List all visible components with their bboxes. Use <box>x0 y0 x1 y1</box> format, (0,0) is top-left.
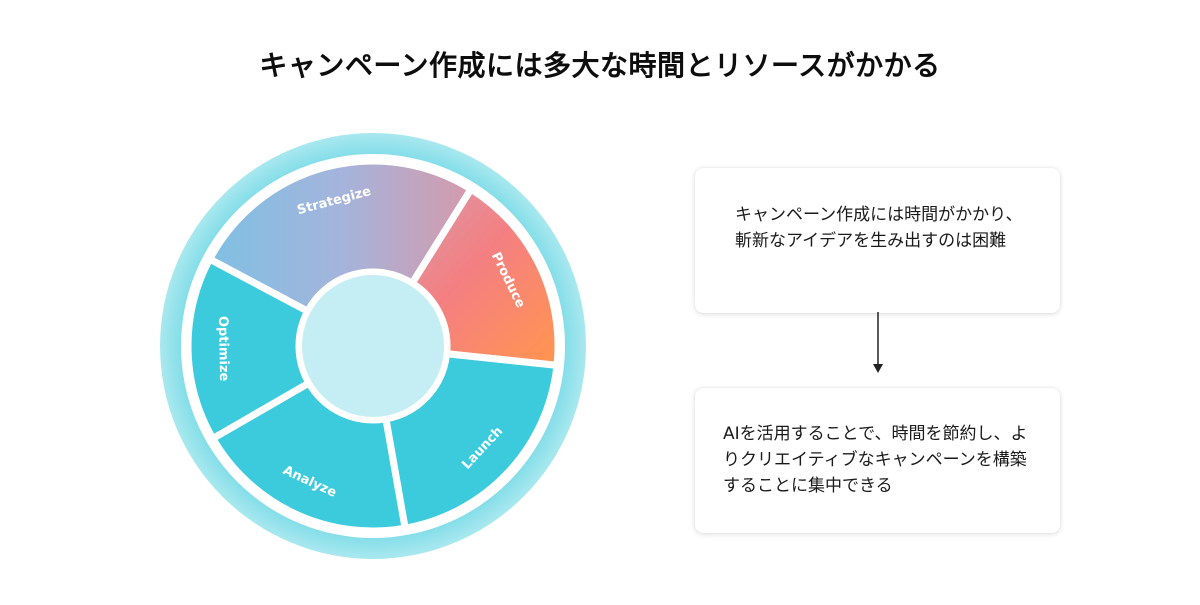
problem-card: キャンペーン作成には時間がかかり、斬新なアイデアを生み出すのは困難 <box>695 168 1060 313</box>
down-arrow-icon <box>873 312 883 373</box>
segment-label-optimize: Optimize <box>215 316 231 382</box>
solution-text: AIを活用することで、時間を節約し、よりクリエイティブなキャンペーンを構築するこ… <box>723 424 1028 496</box>
page-title: キャンペーン作成には多大な時間とリソースがかかる <box>259 49 941 82</box>
center-circle <box>296 269 450 423</box>
solution-card: AIを活用することで、時間を節約し、よりクリエイティブなキャンペーンを構築するこ… <box>695 388 1060 533</box>
problem-text: キャンペーン作成には時間がかかり、斬新なアイデアを生み出すのは困難 <box>735 205 1023 251</box>
